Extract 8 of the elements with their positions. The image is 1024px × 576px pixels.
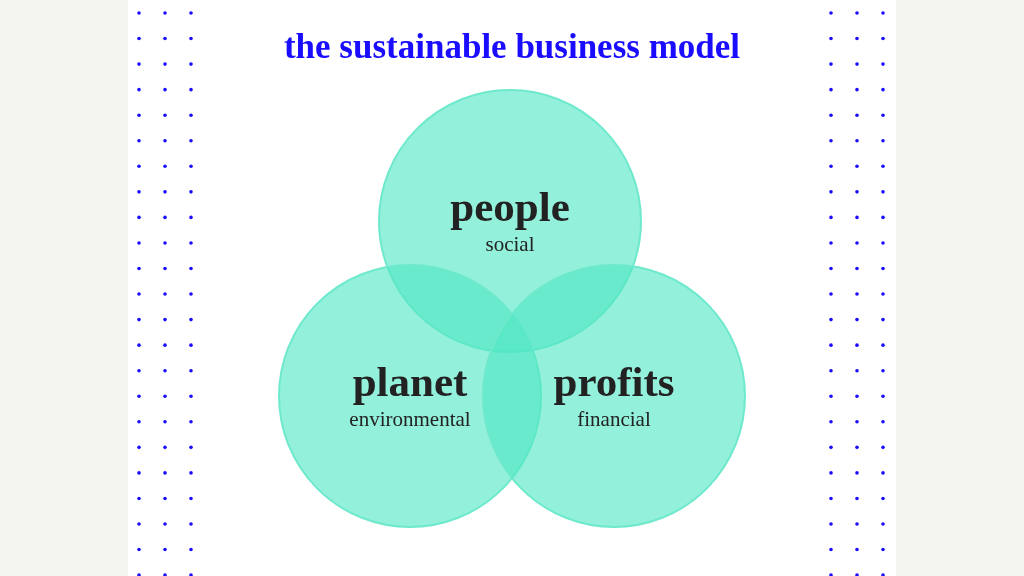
circle-subtitle: environmental: [349, 407, 471, 431]
circle-heading: planet: [352, 359, 468, 405]
circle-subtitle: social: [485, 232, 535, 256]
circle-heading: people: [450, 184, 570, 230]
circle-subtitle: financial: [577, 407, 651, 431]
diagram-title: the sustainable business model: [283, 27, 741, 66]
circle-heading: profits: [553, 359, 675, 405]
venn-circle: [482, 264, 746, 528]
